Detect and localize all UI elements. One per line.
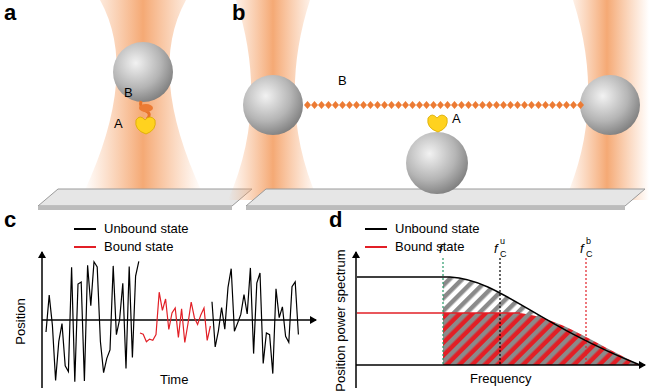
position-trace [140,292,210,342]
dna-segment [339,101,346,109]
subscript: C [500,250,507,259]
dna-segment [416,101,423,109]
axis-label: Position power spectrum [334,249,347,391]
panel-letter: c [4,209,16,231]
legend-text: Bound state [104,240,173,253]
dna-segment [514,101,521,109]
dna-segment [500,101,507,109]
dna-segment [479,101,486,109]
dna-segment [528,101,535,109]
dna-segment [353,101,360,109]
position-trace [46,261,139,381]
dna-segment [535,101,542,109]
superscript: b [586,237,591,246]
dna-segment [549,101,556,109]
dna-segment [577,101,584,109]
dna-segment [304,101,311,109]
molecule-label: B [338,74,347,87]
dna-segment [395,101,402,109]
dna-segment [451,101,458,109]
legend-text: Bound state [395,240,464,253]
dna-segment [430,101,437,109]
axis-label: Frequency [470,372,531,385]
dna-segment [556,101,563,109]
legend-text: Unbound state [395,222,480,235]
dna-segment [318,101,325,109]
panel-letter: d [329,209,342,231]
dna-segment [563,101,570,109]
molecule-label: A [114,117,123,130]
dna-segment [521,101,528,109]
dna-segment [332,101,339,109]
superscript: u [500,237,505,246]
panel-letter: b [232,2,245,24]
dna-segment [465,101,472,109]
legend-swatch [74,246,96,248]
dna-segment [381,101,388,109]
dna-segment [570,101,577,109]
dna-segment [444,101,451,109]
dna-segment [458,101,465,109]
dna-segment [311,101,318,109]
dna-segment [367,101,374,109]
dna-segment [325,101,332,109]
legend-swatch [74,228,96,230]
dna-segment [493,101,500,109]
dna-segment [472,101,479,109]
dna-segment [486,101,493,109]
axis-label: Position [14,298,27,344]
frequency-label: f [580,242,584,255]
legend-text: Unbound state [104,222,189,235]
dna-segment [374,101,381,109]
subscript: C [586,250,593,259]
dna-segment [542,101,549,109]
dna-segment [409,101,416,109]
legend-swatch [365,246,387,248]
molecule-label: B [124,86,133,99]
axis-label: Time [160,373,188,386]
dna-segment [507,101,514,109]
dna-segment [423,101,430,109]
dna-segment [346,101,353,109]
dna-segment [402,101,409,109]
legend-swatch [365,228,387,230]
position-trace [212,268,298,374]
dna-segment [388,101,395,109]
panel-letter: a [4,2,16,24]
dna-segment [437,101,444,109]
molecule-label: A [452,112,461,125]
frequency-label: f [494,242,498,255]
dna-segment [360,101,367,109]
